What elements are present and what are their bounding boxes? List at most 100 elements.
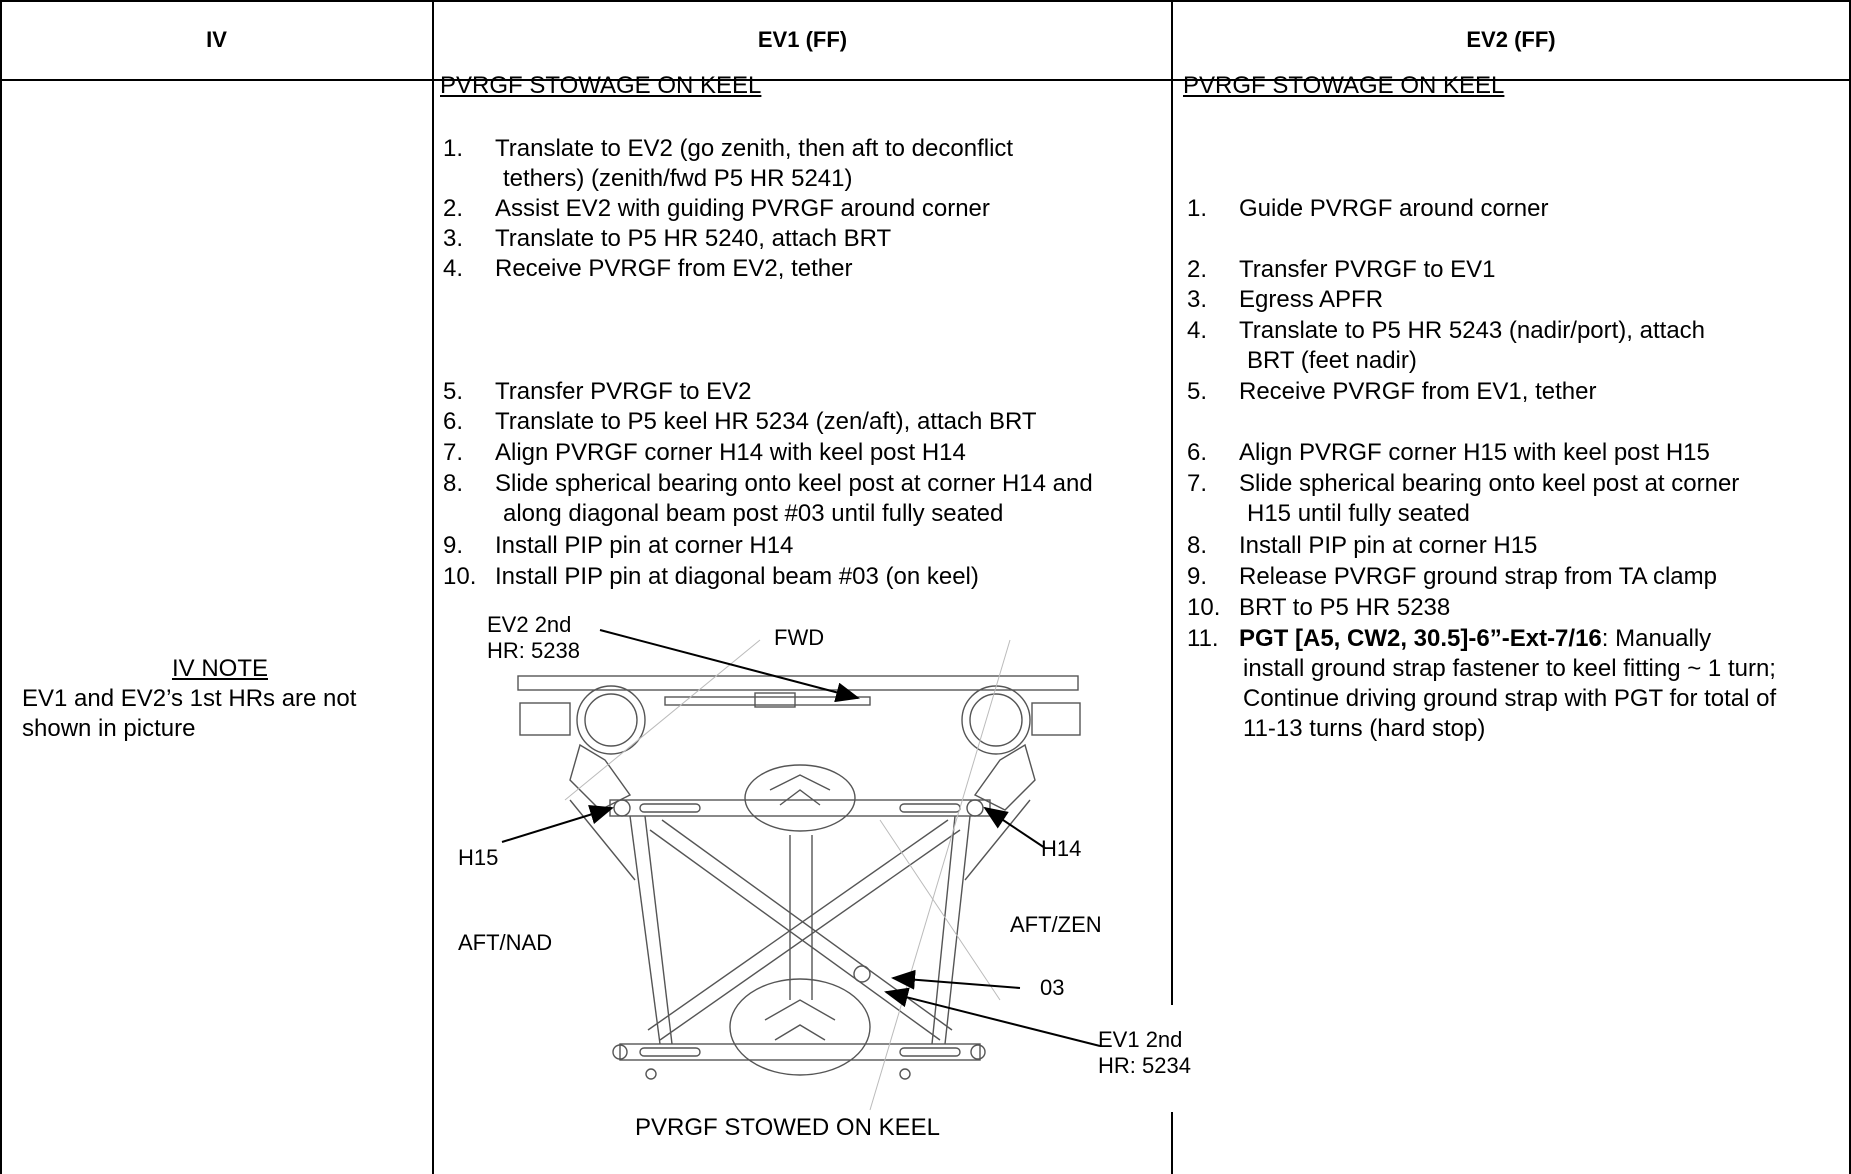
- step-number: 6.: [1187, 439, 1208, 466]
- diagonal-beam: [649, 829, 941, 1041]
- step-text: Egress APFR: [1239, 286, 1384, 313]
- right-corner-ring: [961, 685, 1031, 755]
- step-text: Receive PVRGF from EV1, tether: [1239, 378, 1597, 405]
- h14-label: H14: [1041, 836, 1082, 861]
- frame-bottom-rail: [619, 1043, 981, 1061]
- header-ev1: EV1 (FF): [757, 27, 848, 52]
- step-text: Install PIP pin at corner H14: [495, 532, 794, 559]
- step-text: Transfer PVRGF to EV2: [495, 378, 752, 405]
- ev2-2nd-hr-arrow: [599, 629, 860, 703]
- ev2-section-title: PVRGF STOWAGE ON KEEL: [1183, 72, 1505, 99]
- fwd-label: FWD: [774, 625, 825, 650]
- iv-column-divider: [432, 0, 434, 1174]
- step-text: Align PVRGF corner H14 with keel post H1…: [495, 439, 966, 466]
- step-text: Assist EV2 with guiding PVRGF around cor…: [495, 195, 990, 222]
- post-03-fitting: [853, 965, 871, 983]
- ev1-column-divider-bottom: [1171, 1112, 1173, 1174]
- figure-caption: PVRGF STOWED ON KEEL: [635, 1114, 940, 1141]
- step-number: 4.: [1187, 317, 1208, 344]
- aft-zen-label: AFT/ZEN: [1010, 912, 1102, 937]
- step-number: 1.: [443, 135, 464, 162]
- h15-arrow: [501, 804, 614, 843]
- step-number: 9.: [1187, 563, 1208, 590]
- iv-note: IV NOTE EV1 and EV2’s 1st HRs are not sh…: [0, 654, 432, 744]
- step-text-continued: along diagonal beam post #03 until fully…: [503, 500, 1004, 527]
- step-text: Transfer PVRGF to EV1: [1239, 256, 1496, 283]
- step-text: Release PVRGF ground strap from TA clamp: [1239, 563, 1717, 590]
- step-number: 2.: [1187, 256, 1208, 283]
- left-corner-ring: [576, 685, 646, 755]
- step-text: PGT [A5, CW2, 30.5]-6”-Ext-7/16: Manuall…: [1239, 624, 1711, 654]
- table-right-border: [1849, 0, 1851, 1174]
- header-iv: IV: [206, 27, 227, 52]
- step-text-continued: BRT (feet nadir): [1247, 347, 1417, 374]
- step-number: 9.: [443, 532, 464, 559]
- iv-note-title: IV NOTE: [171, 655, 268, 682]
- ev1-2nd-hr-line1: EV1 2nd: [1098, 1027, 1183, 1052]
- right-fitting: [1031, 702, 1081, 736]
- ev1-column-divider-top: [1171, 0, 1173, 1005]
- step-number: 4.: [443, 255, 464, 282]
- step-number: 2.: [443, 195, 464, 222]
- step-number: 10.: [1187, 594, 1221, 621]
- step-number: 10.: [443, 563, 477, 590]
- ev1-2nd-hr-arrow: [884, 987, 1101, 1047]
- table-left-border: [0, 0, 2, 1174]
- table-top-border: [0, 0, 1851, 2]
- step-text-line3: Continue driving ground strap with PGT f…: [1243, 685, 1777, 712]
- ev2-2nd-hr-label: EV2 2nd HR: 5238: [487, 612, 580, 664]
- step-number: 8.: [1187, 532, 1208, 559]
- iv-note-text-line2: shown in picture: [22, 715, 196, 742]
- step-text: Install PIP pin at corner H15: [1239, 532, 1538, 559]
- top-center-box: [754, 692, 796, 708]
- ev1-2nd-hr-line2: HR: 5234: [1098, 1053, 1191, 1078]
- left-strut: [569, 743, 632, 811]
- ev2-2nd-hr-line2: HR: 5238: [487, 638, 580, 663]
- step-text: Guide PVRGF around corner: [1239, 195, 1549, 222]
- step-number: 5.: [443, 378, 464, 405]
- ev2-2nd-hr-line1: EV2 2nd: [487, 612, 572, 637]
- h15-label: H15: [458, 845, 499, 870]
- step-text: Slide spherical bearing onto keel post a…: [1239, 470, 1740, 497]
- step-number: 5.: [1187, 378, 1208, 405]
- step-number: 3.: [1187, 286, 1208, 313]
- step-text-continued: H15 until fully seated: [1247, 500, 1470, 527]
- step-text: Translate to P5 HR 5240, attach BRT: [495, 225, 892, 252]
- step-number: 6.: [443, 408, 464, 435]
- aft-nad-label: AFT/NAD: [458, 930, 553, 955]
- header-ev2: EV2 (FF): [1466, 27, 1556, 52]
- header-bottom-border: [0, 79, 1851, 81]
- left-fitting: [519, 702, 571, 736]
- post-03-label: 03: [1040, 975, 1065, 1000]
- step-text-line2: install ground strap fastener to keel fi…: [1243, 655, 1776, 682]
- step-text: Slide spherical bearing onto keel post a…: [495, 470, 1093, 497]
- lower-gripper: [729, 978, 871, 1076]
- step-text-line4: 11-13 turns (hard stop): [1243, 715, 1486, 742]
- step-number: 1.: [1187, 195, 1208, 222]
- step-number: 7.: [443, 439, 464, 466]
- step-text-continued: tethers) (zenith/fwd P5 HR 5241): [503, 165, 853, 192]
- step-number: 3.: [443, 225, 464, 252]
- step-text: Translate to P5 HR 5243 (nadir/port), at…: [1239, 317, 1706, 344]
- upper-gripper: [744, 764, 856, 832]
- step-text: Translate to EV2 (go zenith, then aft to…: [495, 135, 1014, 162]
- step-number: 8.: [443, 470, 464, 497]
- step-text-rest: : Manually: [1601, 625, 1712, 652]
- iv-note-text-line1: EV1 and EV2’s 1st HRs are not: [22, 685, 357, 712]
- step-text: BRT to P5 HR 5238: [1239, 594, 1451, 621]
- step-text: Install PIP pin at diagonal beam #03 (on…: [495, 563, 979, 590]
- step-text: Receive PVRGF from EV2, tether: [495, 255, 853, 282]
- ev1-2nd-hr-label: EV1 2nd HR: 5234: [1098, 1027, 1191, 1079]
- h14-bearing: [966, 799, 984, 817]
- frame-top-rail: [609, 799, 991, 817]
- tool-config: PGT [A5, CW2, 30.5]-6”-Ext-7/16: [1239, 625, 1602, 652]
- ev1-section-title: PVRGF STOWAGE ON KEEL: [440, 72, 762, 99]
- top-plate: [517, 675, 1079, 691]
- post-03-arrow: [891, 969, 1021, 990]
- h15-bearing: [613, 799, 631, 817]
- h14-arrow: [983, 806, 1046, 849]
- step-text: Translate to P5 keel HR 5234 (zen/aft), …: [495, 408, 1037, 435]
- step-text: Align PVRGF corner H15 with keel post H1…: [1239, 439, 1710, 466]
